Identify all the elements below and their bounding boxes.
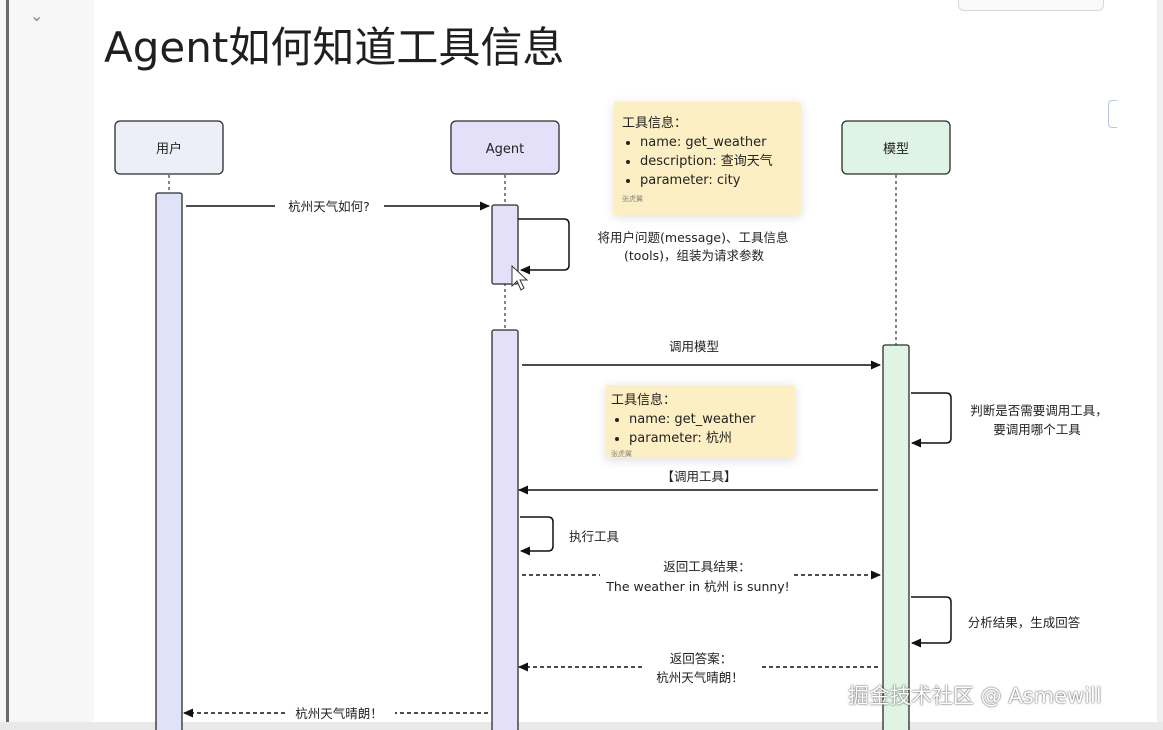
- return-result-label-line2: The weather in 杭州 is sunny!: [605, 579, 789, 594]
- scrollbar-track[interactable]: [1157, 0, 1163, 722]
- message-call-model-label: 调用模型: [669, 339, 719, 354]
- message-call-tool-label: 【调用工具】: [661, 469, 736, 484]
- note-tool-info-1-item: parameter: city: [640, 171, 801, 190]
- note-tool-info-1-item: description: 查询天气: [640, 152, 801, 171]
- return-answer-label-line1: 返回答案：: [670, 651, 733, 666]
- side-tab[interactable]: [1108, 100, 1117, 128]
- note-tool-info-2: 工具信息： name: get_weather parameter: 杭州 张虎…: [606, 385, 795, 458]
- judge-label-line1: 判断是否需要调用工具，: [970, 403, 1108, 418]
- bottom-strip: [0, 722, 1163, 730]
- site-watermark: 掘金技术社区 @ Asmewill: [848, 684, 1102, 708]
- analyze-label: 分析结果，生成回答: [968, 615, 1081, 630]
- self-loop-judge: 判断是否需要调用工具， 要调用哪个工具: [911, 392, 1108, 448]
- message-call-model: 调用模型: [522, 339, 881, 370]
- note-tool-info-2-item: name: get_weather: [629, 410, 795, 429]
- message-return-result: 返回工具结果： The weather in 杭州 is sunny!: [522, 559, 881, 594]
- page-title: Agent如何知道工具信息: [104, 23, 565, 72]
- assemble-label-line1: 将用户问题(message)、工具信息: [598, 230, 789, 245]
- self-loop-assemble: 将用户问题(message)、工具信息 (tools)，组装为请求参数: [518, 218, 789, 275]
- mouse-cursor-icon: [511, 264, 529, 291]
- message-ask-weather-label: 杭州天气如何?: [288, 199, 370, 214]
- note-tool-info-2-title: 工具信息：: [611, 393, 677, 408]
- self-loop-analyze: 分析结果，生成回答: [911, 596, 1081, 648]
- actor-agent: Agent: [450, 120, 560, 175]
- actor-model: 模型: [841, 120, 951, 175]
- judge-label-line2: 要调用哪个工具: [993, 422, 1081, 437]
- note-tool-info-1-item: name: get_weather: [640, 133, 801, 152]
- actor-agent-label: Agent: [486, 142, 524, 157]
- self-loop-exec-tool: 执行工具: [520, 516, 620, 556]
- note-tool-info-2-item: parameter: 杭州: [629, 429, 795, 448]
- note-tool-info-2-watermark: 张虎翼: [611, 450, 632, 458]
- message-final-answer: 杭州天气晴朗！: [183, 706, 488, 721]
- chevron-down-icon[interactable]: ⌄: [30, 6, 44, 25]
- activation-model: [882, 344, 910, 730]
- left-border: [6, 0, 9, 722]
- actor-model-label: 模型: [883, 142, 909, 157]
- note-tool-info-1: 工具信息： name: get_weather description: 查询天…: [614, 102, 801, 215]
- final-answer-label: 杭州天气晴朗！: [295, 706, 383, 721]
- return-answer-label-line2: 杭州天气晴朗！: [656, 670, 744, 685]
- activation-agent-1: [491, 204, 519, 285]
- note-tool-info-2-list: name: get_weather parameter: 杭州: [611, 410, 795, 448]
- return-result-label-line1: 返回工具结果：: [663, 559, 751, 574]
- actor-user: 用户: [114, 120, 224, 175]
- exec-tool-label: 执行工具: [569, 529, 620, 544]
- message-call-tool: 【调用工具】: [518, 469, 878, 495]
- left-gutter: [0, 0, 94, 730]
- note-tool-info-1-watermark: 张虎翼: [622, 195, 643, 203]
- actor-user-label: 用户: [156, 141, 182, 157]
- toolbar[interactable]: [958, 0, 1104, 11]
- note-tool-info-1-title: 工具信息：: [622, 116, 688, 131]
- assemble-label-line2: (tools)，组装为请求参数: [624, 248, 764, 263]
- message-return-answer: 返回答案： 杭州天气晴朗！: [518, 651, 878, 685]
- message-ask-weather: 杭州天气如何?: [186, 199, 490, 214]
- activation-agent-2: [491, 329, 519, 730]
- activation-user: [155, 192, 183, 730]
- note-tool-info-1-list: name: get_weather description: 查询天气 para…: [622, 133, 801, 190]
